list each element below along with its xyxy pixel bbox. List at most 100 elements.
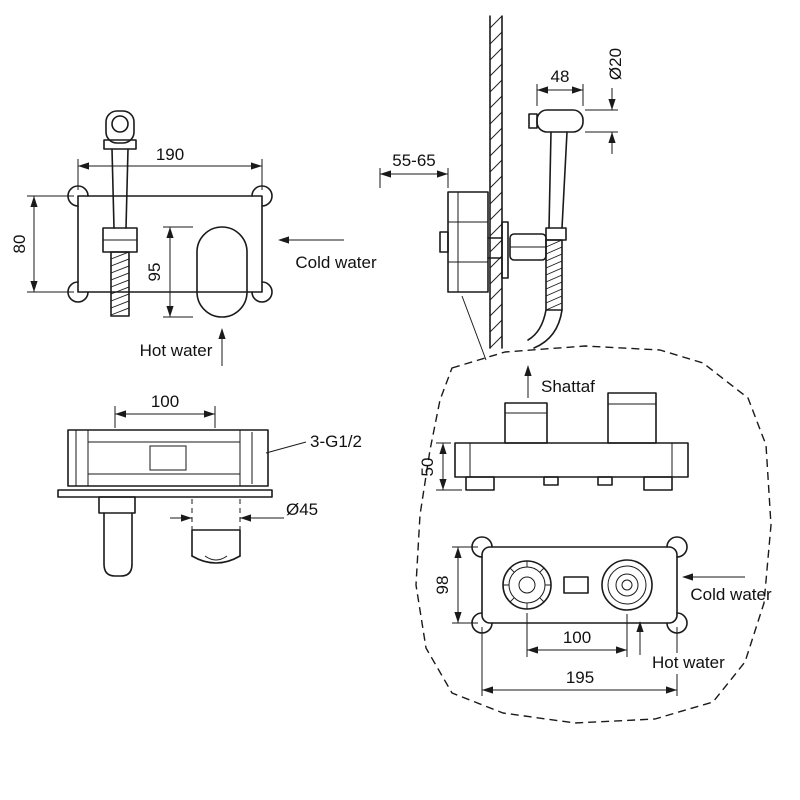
arrowhead [439, 443, 447, 454]
hose-thread [110, 251, 130, 317]
cold-water-callout-front: Cold water [278, 236, 377, 272]
valve-body [447, 191, 489, 293]
wall-section [489, 15, 503, 349]
extension-lines [452, 546, 478, 624]
roughin-plate [481, 546, 678, 624]
body-detail-lines [469, 443, 673, 477]
cold-port-ring [607, 565, 647, 605]
body-plan [67, 429, 269, 487]
arrowhead [251, 162, 262, 170]
dim-head-width: 48 [536, 67, 584, 106]
arrowhead [380, 170, 391, 178]
detail-view: Shattaf 50 [415, 345, 772, 724]
dim-front-height: 80 [10, 195, 74, 293]
shattaf-callout: Shattaf [524, 365, 595, 398]
arrowhead [115, 410, 126, 418]
nozzle-tip [528, 113, 538, 129]
arrowhead [454, 612, 462, 623]
wall-hatch [489, 15, 503, 349]
dim-text-95: 95 [145, 263, 164, 282]
hot-port-ring [508, 566, 546, 604]
spout-bottom-arc [191, 555, 241, 564]
mounting-ears [471, 536, 688, 634]
hot-water-callout-front: Hot water [140, 328, 226, 366]
sprayer-collar [103, 139, 137, 150]
hose-tail [527, 309, 563, 349]
arrowhead [682, 573, 693, 581]
arrowhead [666, 686, 677, 694]
dim-text-98: 98 [433, 576, 452, 595]
dim-text-50: 50 [418, 458, 437, 477]
hot-water-callout-detail: Hot water [636, 621, 725, 672]
inlet-stub [439, 231, 449, 253]
dim-roughin-height: 50 [418, 442, 462, 491]
hot-port-center [518, 576, 536, 594]
extension-lines [114, 406, 216, 428]
spout-hidden-lines [191, 499, 241, 530]
handle-side [548, 131, 568, 229]
extension-lines [77, 159, 263, 190]
cold-water-label: Cold water [690, 585, 772, 604]
front-view: 190 80 95 Cold water Hot water [10, 110, 377, 366]
hot-water-label: Hot water [652, 653, 725, 672]
sprayer-front [102, 110, 138, 317]
arrowhead [454, 547, 462, 558]
arrowhead [439, 479, 447, 490]
arrowhead [524, 365, 532, 376]
foot-right [643, 476, 673, 491]
arrowhead [240, 514, 251, 522]
dim-port-spacing: 100 [526, 613, 628, 657]
arrowhead [166, 306, 174, 317]
shattaf-outlet-stem [504, 402, 548, 444]
extension-lines [379, 168, 449, 188]
arrowhead [278, 236, 289, 244]
body-plan-details [75, 430, 253, 486]
roughin-side-view [454, 392, 689, 491]
sprayer-side [501, 109, 584, 349]
cold-water-label: Cold water [295, 253, 377, 272]
mounting-ears [67, 185, 273, 303]
leader-line [265, 441, 307, 454]
arrowhead [437, 170, 448, 178]
roughin-body-side [454, 442, 689, 478]
dim-spout-diameter: Ø45 [170, 500, 318, 522]
bottom-tab [543, 476, 559, 486]
dim-plate-width: 195 [481, 627, 678, 696]
thread-callout: 3-G1/2 [265, 432, 362, 454]
sprayer-nozzle [111, 115, 129, 133]
top-view: 100 3-G1/2 Ø45 [57, 392, 362, 577]
arrowhead [572, 86, 583, 94]
dim-text-80: 80 [10, 235, 29, 254]
thread-label: 3-G1/2 [310, 432, 362, 451]
mixer-stem [607, 392, 657, 444]
handle-plan [98, 496, 136, 577]
extension-lines [27, 195, 74, 293]
arrowhead [482, 686, 493, 694]
sprayer-handle [111, 148, 129, 229]
dim-text-d20: Ø20 [606, 48, 625, 80]
extension-lines [163, 226, 193, 318]
center-window [563, 576, 589, 594]
cold-port-center [621, 579, 633, 591]
spout-inner-arc [204, 555, 228, 561]
dim-lever-height: 95 [145, 226, 193, 318]
dim-top-spacing: 100 [114, 392, 216, 428]
hose-thread-hatch-side [545, 239, 563, 311]
arrowhead [608, 99, 616, 110]
arrowhead [166, 227, 174, 238]
handle-cap [545, 227, 567, 241]
spout-body [191, 529, 241, 557]
lever-plate [196, 226, 248, 318]
dim-text-d45: Ø45 [286, 500, 318, 519]
dim-text-100b: 100 [563, 628, 591, 647]
cold-port-outer [601, 559, 653, 611]
valve-detail-lines [448, 192, 488, 292]
dim-text-48: 48 [551, 67, 570, 86]
sprayer-head [105, 110, 135, 144]
arrowhead [537, 86, 548, 94]
handle-base [98, 496, 136, 514]
dim-front-width: 190 [77, 145, 263, 190]
arrowhead [608, 132, 616, 143]
